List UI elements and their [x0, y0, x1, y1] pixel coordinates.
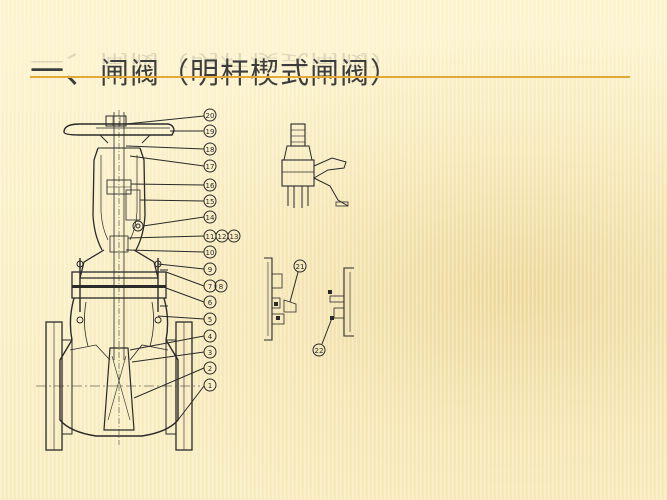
svg-text:2: 2 — [208, 365, 212, 373]
callout-19: 19 — [170, 124, 217, 138]
svg-text:14: 14 — [206, 214, 215, 222]
callout-11-12-13: 11 12 13 — [127, 229, 241, 243]
title-underline — [30, 76, 630, 78]
callout-6: 6 — [165, 287, 217, 309]
svg-text:6: 6 — [208, 299, 213, 307]
svg-text:13: 13 — [230, 233, 239, 241]
svg-text:9: 9 — [208, 266, 212, 274]
slide-title: 一、闸阀（明杆楔式闸阀） — [30, 44, 400, 93]
svg-text:8: 8 — [219, 283, 223, 291]
callout-9: 9 — [157, 262, 217, 276]
svg-text:10: 10 — [206, 249, 215, 257]
svg-text:16: 16 — [206, 182, 215, 190]
svg-text:1: 1 — [208, 382, 212, 390]
svg-text:17: 17 — [206, 163, 215, 171]
callout-7-8: 7 8 — [165, 271, 228, 293]
valve-body — [59, 297, 179, 437]
detail-section-21: 21 — [264, 257, 307, 341]
callout-18: 18 — [125, 142, 217, 156]
gate-wedge — [103, 347, 135, 431]
svg-text:3: 3 — [208, 349, 212, 357]
main-callouts: 20 19 18 17 16 15 — [125, 108, 241, 421]
callout-21: 21 — [289, 259, 307, 303]
svg-text:22: 22 — [315, 347, 324, 355]
bonnet — [71, 249, 168, 324]
svg-text:20: 20 — [206, 112, 215, 120]
title-number: 一、 — [30, 52, 100, 92]
callout-14: 14 — [142, 210, 217, 227]
svg-text:5: 5 — [208, 316, 212, 324]
svg-text:7: 7 — [208, 283, 212, 291]
svg-text:18: 18 — [206, 146, 215, 154]
svg-text:12: 12 — [218, 233, 227, 241]
callout-16: 16 — [130, 178, 217, 192]
callout-5: 5 — [157, 312, 217, 326]
handwheel — [63, 115, 175, 144]
title-text: 闸阀（明杆楔式闸阀） — [100, 56, 401, 90]
svg-text:4: 4 — [208, 333, 213, 341]
callout-10: 10 — [125, 245, 217, 259]
callout-15: 15 — [139, 194, 217, 208]
callout-22: 22 — [312, 317, 333, 357]
callout-3: 3 — [131, 345, 217, 363]
callout-20: 20 — [125, 108, 217, 125]
callout-1: 1 — [177, 378, 217, 421]
gland — [106, 179, 132, 253]
callout-4: 4 — [129, 329, 217, 351]
svg-text:15: 15 — [206, 198, 215, 206]
detail-section-22: 22 — [312, 267, 354, 357]
slide-title-group: 一、闸阀（明杆楔式闸阀） 一、闸阀（明杆楔式闸阀） — [30, 44, 650, 104]
callout-2: 2 — [133, 361, 217, 399]
detail-handwheel-view — [281, 123, 349, 208]
valve-main-drawing — [36, 110, 200, 451]
callout-17: 17 — [129, 155, 217, 173]
svg-text:21: 21 — [296, 263, 305, 271]
svg-text:11: 11 — [206, 233, 215, 241]
svg-text:19: 19 — [206, 128, 215, 136]
